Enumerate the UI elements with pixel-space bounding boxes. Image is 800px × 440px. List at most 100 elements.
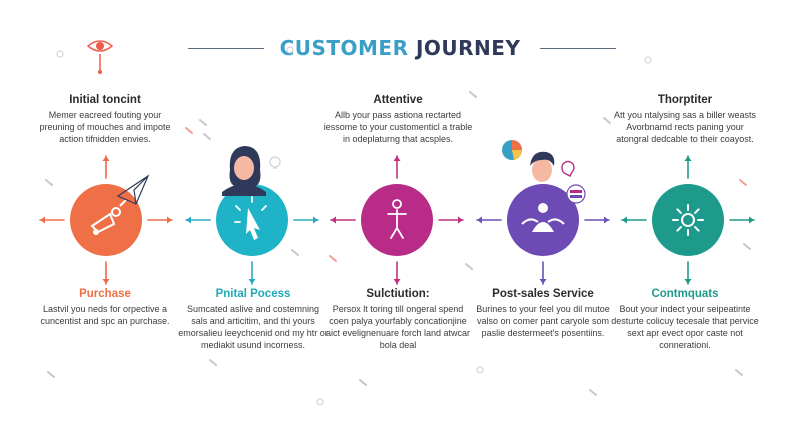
arrow-left-1	[39, 216, 65, 224]
arrow-left-5	[621, 216, 647, 224]
title: CUSTOMER JOURNEY	[0, 36, 800, 60]
arrow-down-3-head	[393, 279, 401, 284]
arrow-down-2	[248, 261, 256, 285]
pointer-click-icon	[234, 196, 267, 240]
decor-mark	[329, 255, 337, 262]
paper-plane-icon	[116, 174, 150, 205]
title-part-2: JOURNEY	[415, 36, 521, 60]
arrow-up-1	[102, 155, 110, 179]
arrow-right-2-head	[313, 216, 318, 224]
bottom-body-4: Burines to your feel you dil mutoe valso…	[476, 304, 610, 338]
decor-mark	[465, 263, 473, 270]
eye-target-icon	[86, 40, 114, 74]
handshake-icon	[521, 203, 565, 232]
decor-mark	[735, 369, 743, 376]
bottom-heading-3: Sulctiution:	[366, 288, 430, 300]
lightbulb-icon	[269, 156, 281, 168]
pie-chart-bubble-icon	[502, 140, 523, 160]
top-heading-5: Thorptiter	[657, 94, 713, 106]
arrow-left-3-head	[331, 216, 336, 224]
arrow-down-1-head	[102, 279, 110, 284]
arrow-down-1	[102, 261, 110, 285]
arrow-left-5-head	[622, 216, 627, 224]
decor-mark	[469, 91, 477, 98]
bottom-body-2: Sumcated aslive and costemning sals and …	[178, 304, 328, 350]
decor-mark	[199, 119, 207, 126]
decor-mark	[47, 371, 55, 378]
title-part-1: CUSTOMER	[279, 36, 409, 60]
bottom-heading-4: Post-sales Service	[492, 288, 594, 300]
arrow-right-1	[147, 216, 173, 224]
decor-mark	[203, 133, 211, 140]
arrow-left-4	[476, 216, 502, 224]
bottom-body-5: Bout your indect your seipeatinte destur…	[611, 304, 759, 350]
arrow-up-1-head	[102, 156, 110, 161]
bottom-heading-1: Purchase	[79, 288, 131, 300]
arrow-right-1-head	[167, 216, 172, 224]
bottom-text-1: Purchase Lastvil you neds for orpective …	[30, 288, 180, 327]
decor-mark	[185, 127, 193, 134]
stage-circle-1	[70, 184, 142, 256]
decor-ring	[644, 56, 652, 64]
arrow-down-5-head	[684, 279, 692, 284]
arrow-right-5	[729, 216, 755, 224]
arrow-right-3	[438, 216, 464, 224]
top-body-3: Allb your pass astiona rectarted iessome…	[323, 110, 473, 144]
bottom-text-3: Sulctiution: Persox lt toring till onger…	[323, 288, 473, 351]
stage-circle-4	[507, 184, 579, 256]
decor-mark	[739, 179, 747, 186]
arrow-right-5-head	[749, 216, 754, 224]
decor-mark	[603, 117, 611, 124]
arrow-right-4	[584, 216, 610, 224]
top-text-5: Thorptiter Att you ntalysing sas a bille…	[610, 94, 760, 145]
decor-ring	[286, 46, 294, 54]
decor-mark	[45, 179, 53, 186]
flag-badge-icon	[566, 184, 586, 204]
chat-bubble-icon	[561, 160, 575, 177]
bottom-body-1: Lastvil you neds for orpective a cuncent…	[40, 304, 170, 326]
megaphone-hand-icon	[90, 199, 127, 235]
decor-ring	[316, 398, 324, 406]
title-rule-right	[540, 48, 616, 49]
top-heading-3: Attentive	[373, 94, 423, 106]
arrow-up-5	[684, 155, 692, 179]
arrow-left-4-head	[477, 216, 482, 224]
arrow-down-5	[684, 261, 692, 285]
arrow-right-2	[293, 216, 319, 224]
person-figure-icon	[387, 199, 407, 239]
arrow-up-3-head	[393, 156, 401, 161]
arrow-up-5-head	[684, 156, 692, 161]
decor-mark	[359, 379, 367, 386]
bottom-text-2: Pnital Pocess Sumcated aslive and costem…	[178, 288, 328, 351]
top-heading-1: Initial toncint	[69, 94, 141, 106]
arrow-left-2	[185, 216, 211, 224]
arrow-left-1-head	[40, 216, 45, 224]
decor-mark	[589, 389, 597, 396]
top-body-1: Memer eacreed fouting your preuning of m…	[39, 110, 171, 144]
bottom-body-3: Persox lt toring till ongeral spend coen…	[325, 304, 471, 350]
decor-mark	[209, 359, 217, 366]
arrow-up-3	[393, 155, 401, 179]
top-body-5: Att you ntalysing sas a biller weasts Av…	[613, 110, 757, 144]
top-text-1: Initial toncint Memer eacreed fouting yo…	[30, 94, 180, 145]
title-rule-left	[188, 48, 264, 49]
arrow-right-4-head	[604, 216, 609, 224]
man-avatar-icon	[520, 151, 564, 198]
arrow-left-2-head	[186, 216, 191, 224]
decor-mark	[291, 249, 299, 256]
arrow-left-3	[330, 216, 356, 224]
arrow-down-4-head	[539, 279, 547, 284]
bottom-text-4: Post-sales Service Burines to your feel …	[468, 288, 618, 339]
arrow-down-2-head	[248, 279, 256, 284]
decor-ring	[476, 366, 484, 374]
arrow-right-3-head	[458, 216, 463, 224]
bottom-text-5: Contmquats Bout your indect your seipeat…	[610, 288, 760, 351]
top-text-3: Attentive Allb your pass astiona rectart…	[323, 94, 473, 145]
decor-ring	[56, 50, 64, 58]
bottom-heading-5: Contmquats	[651, 288, 719, 300]
stage-circle-5	[652, 184, 724, 256]
arrow-down-4	[539, 261, 547, 285]
arrow-down-3	[393, 261, 401, 285]
bottom-heading-2: Pnital Pocess	[215, 288, 291, 300]
